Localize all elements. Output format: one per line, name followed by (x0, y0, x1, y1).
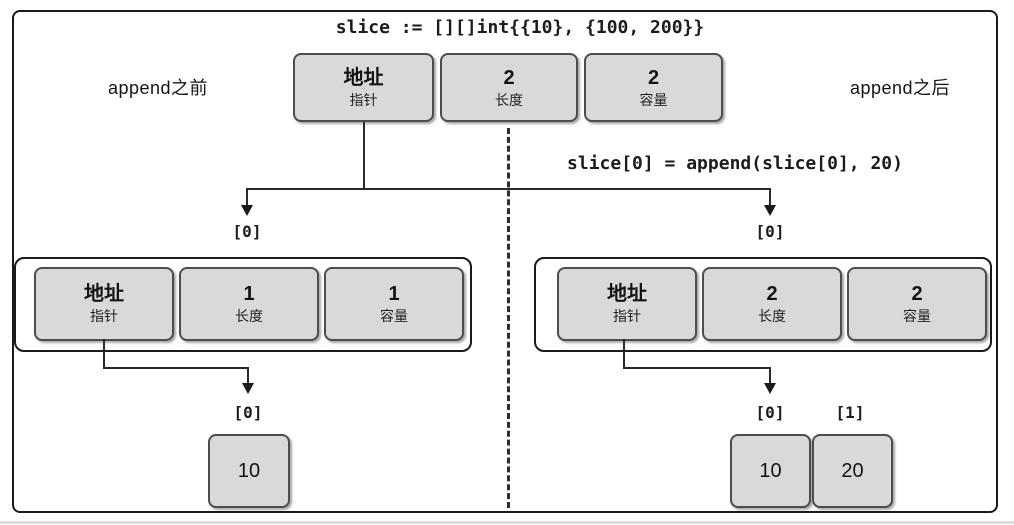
cell-sub-text: 容量 (903, 308, 931, 325)
after-inner-slice-container: 地址 指针 2 长度 2 容量 (534, 257, 992, 352)
cell-main-text: 1 (388, 283, 400, 306)
outer-slice-cell-capacity: 2 容量 (584, 53, 723, 122)
cell-sub-text: 容量 (639, 91, 668, 108)
connector-line (769, 367, 771, 385)
cell-main-text: 2 (911, 283, 923, 306)
arrow-down-icon (241, 205, 253, 216)
outer-slice-cell-pointer: 地址 指针 (293, 53, 434, 122)
index-label: [0] (232, 222, 262, 241)
after-slice-cell-length: 2 长度 (702, 267, 842, 341)
connector-line (769, 188, 771, 207)
divider-dashed-line (507, 128, 510, 508)
cell-sub-text: 指针 (349, 91, 378, 108)
outer-slice-cell-length: 2 长度 (440, 53, 578, 122)
arrow-down-icon (764, 205, 776, 216)
before-slice-cell-pointer: 地址 指针 (34, 267, 174, 341)
index-label: [1] (835, 403, 865, 422)
element-value: 20 (841, 459, 864, 482)
arrow-down-icon (764, 383, 776, 394)
cell-sub-text: 指针 (90, 308, 118, 325)
connector-line (623, 367, 771, 369)
connector-line (103, 367, 249, 369)
connector-line (363, 122, 365, 190)
before-slice-cell-capacity: 1 容量 (324, 267, 464, 341)
array-element-box: 20 (812, 434, 893, 508)
cell-sub-text: 容量 (380, 308, 408, 325)
slice-declaration-code: slice := [][]int{{10}, {100, 200}} (335, 17, 705, 38)
cell-main-text: 2 (766, 283, 778, 306)
cell-main-text: 2 (647, 66, 660, 89)
after-append-label: append之后 (849, 78, 951, 98)
cell-main-text: 地址 (607, 283, 647, 306)
connector-line (246, 188, 248, 207)
cell-sub-text: 长度 (758, 308, 786, 325)
cell-sub-text: 长度 (495, 91, 523, 108)
append-statement-code: slice[0] = append(slice[0], 20) (567, 153, 903, 174)
page-edge-divider (0, 521, 1014, 524)
cell-main-text: 1 (243, 283, 255, 306)
before-append-label: append之前 (107, 78, 209, 98)
array-element-box: 10 (730, 434, 811, 508)
cell-sub-text: 长度 (235, 308, 263, 325)
cell-sub-text: 指针 (613, 308, 641, 325)
after-slice-cell-pointer: 地址 指针 (557, 267, 697, 341)
index-label: [0] (233, 403, 263, 422)
connector-line (103, 339, 105, 369)
index-label: [0] (755, 222, 785, 241)
index-label: [0] (755, 403, 785, 422)
connector-line (247, 367, 249, 385)
cell-main-text: 2 (503, 66, 515, 89)
array-element-box: 10 (208, 434, 290, 508)
connector-line (623, 339, 625, 369)
arrow-down-icon (242, 383, 254, 394)
before-slice-cell-length: 1 长度 (179, 267, 319, 341)
element-value: 10 (759, 459, 782, 482)
before-inner-slice-container: 地址 指针 1 长度 1 容量 (14, 257, 472, 352)
cell-main-text: 地址 (343, 66, 384, 89)
cell-main-text: 地址 (84, 283, 124, 306)
after-slice-cell-capacity: 2 容量 (847, 267, 987, 341)
element-value: 10 (237, 459, 261, 482)
